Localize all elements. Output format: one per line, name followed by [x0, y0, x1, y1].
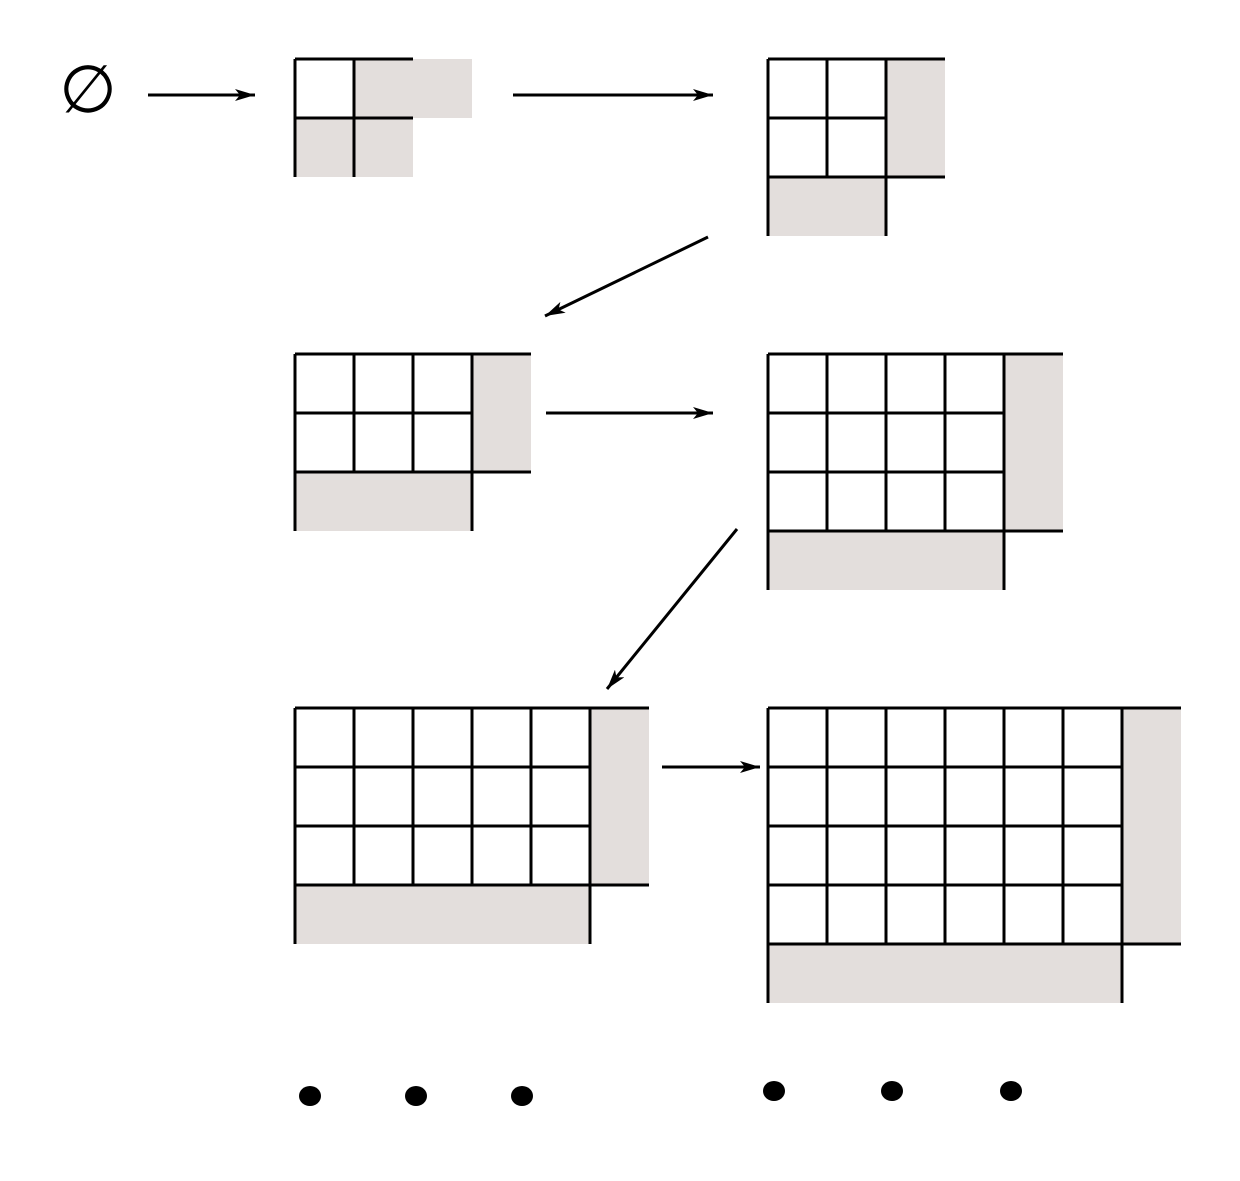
transition-arrow: [605, 528, 739, 690]
ellipsis-dot: [881, 1081, 903, 1101]
ellipsis-dot: [511, 1086, 533, 1106]
young-diagram-1: [293, 57, 472, 177]
ellipsis-dot: [1000, 1081, 1022, 1101]
added-column-strip: [1004, 354, 1063, 531]
transition-arrow: [544, 235, 709, 318]
added-row-strip: [295, 885, 590, 944]
empty-set-symbol: ∅: [59, 51, 117, 128]
young-diagram-2: [766, 57, 945, 236]
young-diagram-6: [766, 706, 1181, 1003]
ellipsis-dot: [763, 1081, 785, 1101]
added-column-strip: [886, 59, 945, 177]
added-column-strip: [354, 59, 472, 118]
young-diagram-4: [766, 352, 1063, 590]
added-column-strip: [472, 354, 531, 472]
ellipsis-dot: [405, 1086, 427, 1106]
added-row-strip: [768, 177, 886, 236]
added-column-strip: [1122, 708, 1181, 944]
added-row-strip: [768, 944, 1122, 1003]
added-row-strip: [295, 472, 472, 531]
young-diagram-3: [293, 352, 531, 531]
added-row-strip: [768, 531, 1004, 590]
young-diagram-5: [293, 706, 649, 944]
ellipsis-dot: [299, 1086, 321, 1106]
added-column-strip: [590, 708, 649, 885]
